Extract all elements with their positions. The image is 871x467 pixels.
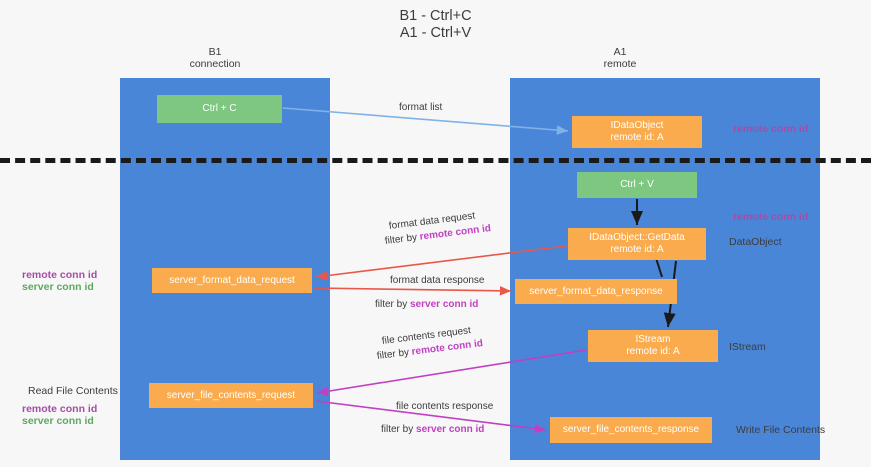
annotation-right-write-file-contents: Write File Contents xyxy=(736,424,826,436)
node-server-file-contents-request-label: server_file_contents_request xyxy=(166,389,296,401)
annotation-right-remote-conn-id-top: remote conn id xyxy=(733,123,809,135)
column-header-b1-role: connection xyxy=(189,58,241,70)
edge-label-format-data-response: format data response xyxy=(390,275,485,286)
node-server-file-contents-request[interactable]: server_file_contents_request xyxy=(149,383,313,408)
column-header-a1-name: A1 xyxy=(613,46,627,58)
column-header-b1-name: B1 xyxy=(208,46,222,58)
node-server-file-contents-response-label: server_file_contents_response xyxy=(562,424,700,435)
node-ctrl-c[interactable]: Ctrl + C xyxy=(157,95,282,123)
column-header-b1: B1 connection xyxy=(150,46,280,70)
node-ctrl-v[interactable]: Ctrl + V xyxy=(577,172,697,198)
filter-prefix: filter by xyxy=(376,346,413,362)
node-idataobject-label: IDataObject xyxy=(610,120,664,131)
node-server-format-data-request-label: server_format_data_request xyxy=(169,274,295,286)
node-ctrl-c-label: Ctrl + C xyxy=(202,103,237,114)
node-istream-label: IStream xyxy=(635,334,671,345)
phase-separator xyxy=(0,158,871,163)
node-getdata-label: IDataObject::GetData xyxy=(589,232,685,243)
annotation-right-remote-conn-id-mid: remote conn id xyxy=(733,211,809,223)
filter-prefix: filter by xyxy=(381,424,417,435)
annotation-left-remote-conn-id-bottom: remote conn id xyxy=(22,403,98,415)
node-idataobject[interactable]: IDataObject remote id: A xyxy=(572,116,702,148)
filter-prefix: filter by xyxy=(375,299,411,310)
column-header-a1: A1 remote xyxy=(555,46,685,70)
node-server-file-contents-response[interactable]: server_file_contents_response xyxy=(550,417,712,443)
node-idataobject-sub: remote id: A xyxy=(610,132,664,143)
annotation-left-server-conn-id-mid: server conn id xyxy=(22,281,94,293)
edge-label-format-data-response-filter: filter by server conn id xyxy=(375,298,478,311)
filter-key-server-conn-id: server conn id xyxy=(410,299,479,310)
annotation-left-server-conn-id-bottom: server conn id xyxy=(22,415,94,427)
filter-prefix: filter by xyxy=(384,231,421,247)
page-title-line2: A1 - Ctrl+V xyxy=(399,25,472,41)
node-server-format-data-request[interactable]: server_format_data_request xyxy=(152,268,312,293)
node-idataobject-getdata[interactable]: IDataObject::GetData remote id: A xyxy=(568,228,706,260)
filter-key-server-conn-id: server conn id xyxy=(416,424,485,435)
annotation-left-remote-conn-id-mid: remote conn id xyxy=(22,269,98,281)
annotation-left-read-file-contents: Read File Contents xyxy=(28,385,118,397)
node-server-format-data-response-label: server_format_data_response xyxy=(529,285,663,297)
edge-label-file-contents-response: file contents response xyxy=(396,401,494,412)
annotation-right-dataobject: DataObject xyxy=(729,236,782,248)
page-title-line1: B1 - Ctrl+C xyxy=(399,8,472,24)
edge-label-file-contents-response-filter: filter by server conn id xyxy=(381,423,484,436)
node-ctrl-v-label: Ctrl + V xyxy=(620,179,654,190)
edge-label-format-list: format list xyxy=(399,102,443,113)
connector-format-data-response xyxy=(313,286,512,296)
node-getdata-sub: remote id: A xyxy=(610,244,664,255)
node-istream-sub: remote id: A xyxy=(626,346,680,357)
annotation-right-istream: IStream xyxy=(729,341,766,353)
node-server-format-data-response[interactable]: server_format_data_response xyxy=(515,279,677,304)
node-istream[interactable]: IStream remote id: A xyxy=(588,330,718,362)
column-header-a1-role: remote xyxy=(603,58,637,70)
